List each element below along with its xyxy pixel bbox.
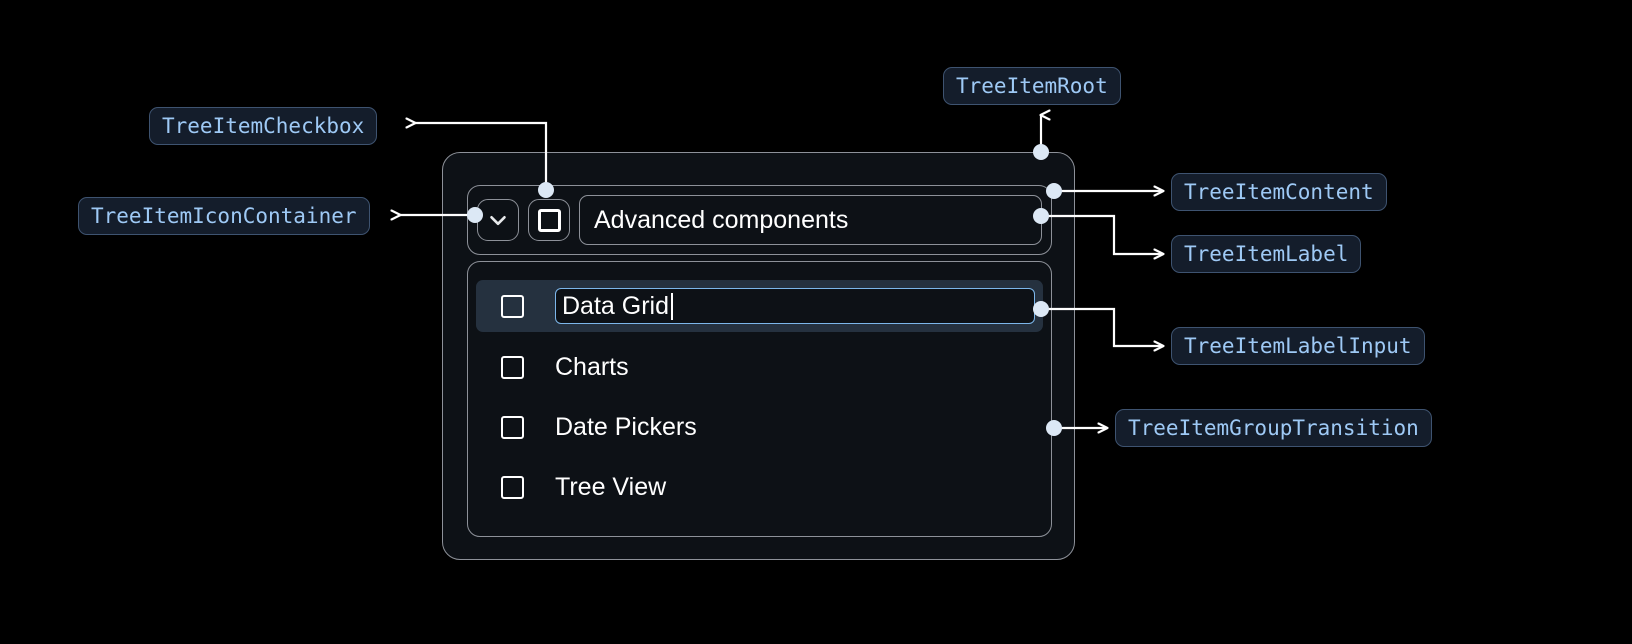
tree-item-label-text: Advanced components	[594, 205, 849, 234]
chevron-down-icon	[485, 207, 511, 233]
checkbox-unchecked-icon[interactable]	[501, 294, 524, 318]
tree-item-label-input[interactable]: Data Grid	[555, 288, 1035, 324]
tree-item-child-row[interactable]: Date Pickers	[468, 402, 1051, 452]
text-caret	[670, 292, 673, 320]
tree-item-root[interactable]: Advanced components Data Grid Charts Dat…	[442, 152, 1075, 560]
tree-item-label-text: Charts	[555, 352, 629, 381]
annotation-label: TreeItemIconContainer	[91, 203, 357, 228]
tree-item-icon-container[interactable]	[477, 199, 519, 241]
tree-item-child-row[interactable]: Tree View	[468, 462, 1051, 512]
annotation-tree-item-root: TreeItemRoot	[943, 67, 1121, 105]
tree-item-checkbox[interactable]	[528, 199, 570, 241]
annotation-label: TreeItemContent	[1184, 179, 1374, 204]
tree-item-label[interactable]: Advanced components	[579, 195, 1042, 245]
checkbox-unchecked-icon[interactable]	[501, 475, 524, 499]
annotation-label: TreeItemGroupTransition	[1128, 415, 1419, 440]
annotation-tree-item-group-transition: TreeItemGroupTransition	[1115, 409, 1432, 447]
annotation-tree-item-label-input: TreeItemLabelInput	[1171, 327, 1425, 365]
checkbox-unchecked-icon	[537, 208, 561, 232]
tree-item-group-transition: Data Grid Charts Date Pickers Tree View	[467, 261, 1052, 537]
tree-item-content[interactable]: Advanced components	[467, 185, 1052, 255]
annotation-tree-item-icon-container: TreeItemIconContainer	[78, 197, 370, 235]
checkbox-unchecked-icon[interactable]	[501, 415, 524, 439]
tree-item-child-row[interactable]: Charts	[468, 342, 1051, 392]
checkbox-unchecked-icon[interactable]	[501, 355, 524, 379]
annotation-label: TreeItemCheckbox	[162, 113, 365, 138]
annotation-label: TreeItemLabelInput	[1184, 333, 1412, 358]
tree-item-label-input-value: Data Grid	[562, 291, 669, 320]
tree-item-label-text: Date Pickers	[555, 412, 697, 441]
annotation-tree-item-checkbox: TreeItemCheckbox	[149, 107, 378, 145]
tree-item-label-text: Tree View	[555, 472, 667, 501]
annotation-label: TreeItemLabel	[1184, 241, 1349, 266]
tree-item-child-row[interactable]: Data Grid	[476, 280, 1043, 332]
annotation-tree-item-content: TreeItemContent	[1171, 173, 1387, 211]
annotation-label: TreeItemRoot	[956, 73, 1108, 98]
annotation-tree-item-label: TreeItemLabel	[1171, 235, 1362, 273]
